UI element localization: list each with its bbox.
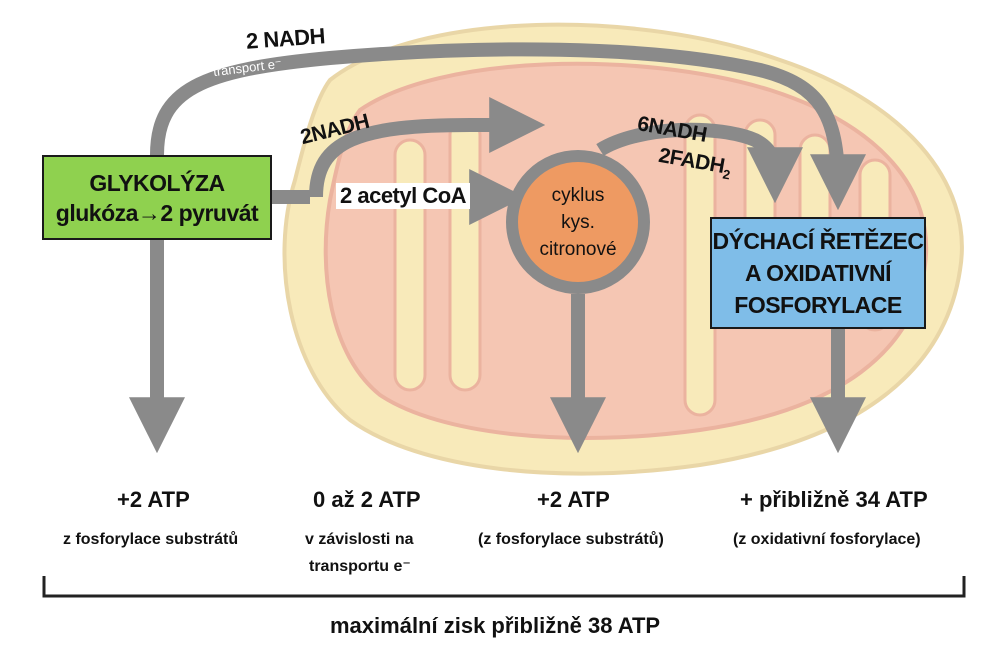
yield-transport-note-2: transportu e⁻ (309, 558, 411, 575)
arrow-krebs-to-respiratory (596, 122, 803, 204)
yield-transport-value: 0 až 2 ATP (313, 487, 421, 512)
pathway-arrows (129, 42, 866, 454)
respiratory-line-1: DÝCHACÍ ŘETĚZEC (712, 228, 924, 254)
label-acetyl-coa: 2 acetyl CoA (336, 183, 471, 209)
label-nadh-top: 2 NADH (245, 23, 326, 54)
glycolysis-title: GLYKOLÝZA (89, 169, 225, 196)
arrow-inner-nadh (309, 97, 546, 198)
respiratory-chain-box: DÝCHACÍ ŘETĚZEC A OXIDATIVNÍ FOSFORYLACE (710, 217, 926, 329)
yield-glycolysis-note: z fosforylace substrátů (63, 531, 239, 548)
yield-krebs-value: +2 ATP (537, 487, 610, 512)
arrow-nadh-transport (150, 42, 866, 211)
yield-glycolysis-value: +2 ATP (117, 487, 190, 512)
respiratory-line-3: FOSFORYLACE (734, 292, 902, 318)
mitochondrion-illustration (282, 22, 964, 476)
total-bracket (42, 576, 966, 598)
total-yield: maximální zisk přibližně 38 ATP (330, 613, 661, 638)
krebs-line-1: cyklus (551, 184, 605, 206)
glycolysis-box: GLYKOLÝZA glukóza→2 pyruvát (42, 155, 272, 240)
yield-oxidative-value: + přibližně 34 ATP (740, 487, 928, 512)
respiratory-line-2: A OXIDATIVNÍ (744, 260, 892, 286)
yield-oxidative-note: (z oxidativní fosforylace) (733, 531, 921, 548)
krebs-line-3: citronové (539, 238, 617, 260)
yield-krebs-note: (z fosforylace substrátů) (478, 531, 664, 548)
yield-transport-note-1: v závislosti na (305, 531, 414, 548)
krebs-cycle-circle: cyklus kys. citronové (506, 150, 650, 294)
glycolysis-equation: glukóza→2 pyruvát (55, 199, 259, 226)
krebs-line-2: kys. (561, 211, 595, 233)
